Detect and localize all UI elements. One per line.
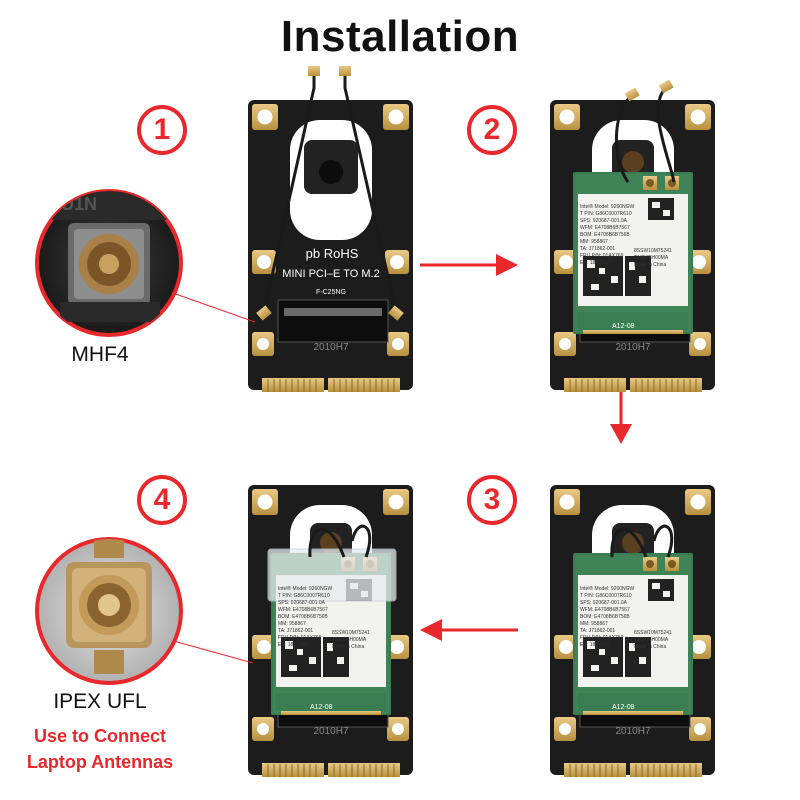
svg-text:CU1N: CU1N	[48, 194, 97, 214]
step-1-marker: 1	[137, 105, 187, 155]
flow-arrows	[420, 254, 632, 641]
wifi4-r3: Made in China	[332, 644, 364, 650]
wifi-code-step3: A12-08	[612, 704, 635, 711]
wifi-label-l1: Intel® Model: 9260NGW	[580, 203, 635, 210]
arrow-right	[420, 254, 518, 276]
wifi-label-l6: MM: 958867	[580, 239, 608, 245]
step-2-marker: 2	[467, 105, 517, 155]
adapter-code-step2: 2010H7	[615, 342, 650, 353]
panel-step-3	[549, 484, 716, 778]
wifi-label-r1: 8SSW10M75241	[634, 248, 672, 254]
adapter-code: 2010H7	[313, 342, 348, 353]
wifi-code-step2: A12-08	[612, 323, 635, 330]
usage-note-line-2: Laptop Antennas	[26, 752, 174, 772]
adapter-brand: pb RoHS	[306, 246, 359, 261]
step-4-marker: 4	[137, 475, 187, 525]
zoom-ipex-connector	[35, 537, 254, 685]
wifi-label-l9: EC: 1837607	[580, 260, 609, 266]
wifi-label-l3: SPS: 920687-001.0A	[580, 218, 628, 224]
wifi4-l4: WFM: E4708B6B7567	[278, 607, 328, 613]
wifi-label-text-step4: Intel® Model: 9260NGW T P/N: G86C0007R61…	[278, 585, 370, 650]
adapter-code-step3: 2010H7	[615, 726, 650, 737]
wifi4-l9: EC: 1837607	[278, 642, 307, 648]
wifi3-l2: T P/N: G86C0007R610	[580, 593, 632, 599]
wifi4-l3: SPS: 920687-001.0A	[278, 600, 326, 606]
page-title: Installation	[280, 12, 520, 61]
connector-label-mhf4: MHF4	[71, 343, 129, 366]
panel-step-1	[247, 66, 414, 393]
wifi-label-text-step2: Intel® Model: 9260NGW T P/N: G86C0007R61…	[580, 203, 672, 268]
wifi4-l1: Intel® Model: 9260NGW	[278, 585, 333, 592]
usage-note: Use to Connect Laptop Antennas	[0, 723, 205, 775]
wifi-label-l5: BOM: E4708B6B756B	[580, 232, 630, 238]
step-3-marker: 3	[467, 475, 517, 525]
wifi-label-l7: TA: J71862-001	[580, 246, 615, 252]
usage-note-line-1: Use to Connect	[33, 726, 166, 746]
wifi-label-l4: WFM: E4708B6B7567	[580, 225, 630, 231]
wifi3-l8: FRU P/N: 01AX769	[580, 635, 624, 641]
wifi3-r1: 8SSW10M75241	[634, 630, 672, 636]
adapter-code-step4: 2010H7	[313, 726, 348, 737]
wifi4-l8: FRU P/N: 01AX769	[278, 635, 322, 641]
wifi3-l3: SPS: 920687-001.0A	[580, 600, 628, 606]
wifi3-l9: EC: 1837607	[580, 642, 609, 648]
wifi-label-text-step3: Intel® Model: 9260NGW T P/N: G86C0007R61…	[580, 585, 672, 650]
wifi4-l2: T P/N: G86C0007R610	[278, 593, 330, 599]
adapter-model: MINI PCI–E TO M.2	[282, 268, 379, 280]
wifi-label-l2: T P/N: G86C0007R610	[580, 211, 632, 217]
panel-step-2	[549, 79, 716, 393]
panel-step-4	[247, 484, 414, 778]
arrow-left	[420, 619, 518, 641]
connector-label-ipex: IPEX UFL	[53, 690, 147, 713]
wifi3-l6: MM: 958867	[580, 621, 608, 627]
wifi4-l5: BOM: E4708B6B756B	[278, 614, 328, 620]
wifi4-r2: T1S578H00MA	[332, 637, 367, 643]
wifi4-r1: 8SSW10M75241	[332, 630, 370, 636]
wifi4-l6: MM: 958867	[278, 621, 306, 627]
wifi-label-r2: T1S578H00MA	[634, 255, 669, 261]
zoom-mhf4-connector: CU1N	[35, 189, 256, 337]
wifi4-l7: TA: J71862-001	[278, 628, 313, 634]
wifi-label-l8: FRU P/N: 01AX769	[580, 253, 624, 259]
wifi3-l7: TA: J71862-001	[580, 628, 615, 634]
wifi3-l5: BOM: E4708B6B756B	[580, 614, 630, 620]
wifi-label-r3: Made in China	[634, 262, 666, 268]
arrow-down	[610, 392, 632, 444]
adapter-part: F-C25NG	[316, 289, 346, 296]
wifi3-r2: T1S578H00MA	[634, 637, 669, 643]
wifi3-r3: Made in China	[634, 644, 666, 650]
wifi-code-step4: A12-08	[310, 704, 333, 711]
wifi3-l1: Intel® Model: 9260NGW	[580, 585, 635, 592]
wifi3-l4: WFM: E4708B6B7567	[580, 607, 630, 613]
